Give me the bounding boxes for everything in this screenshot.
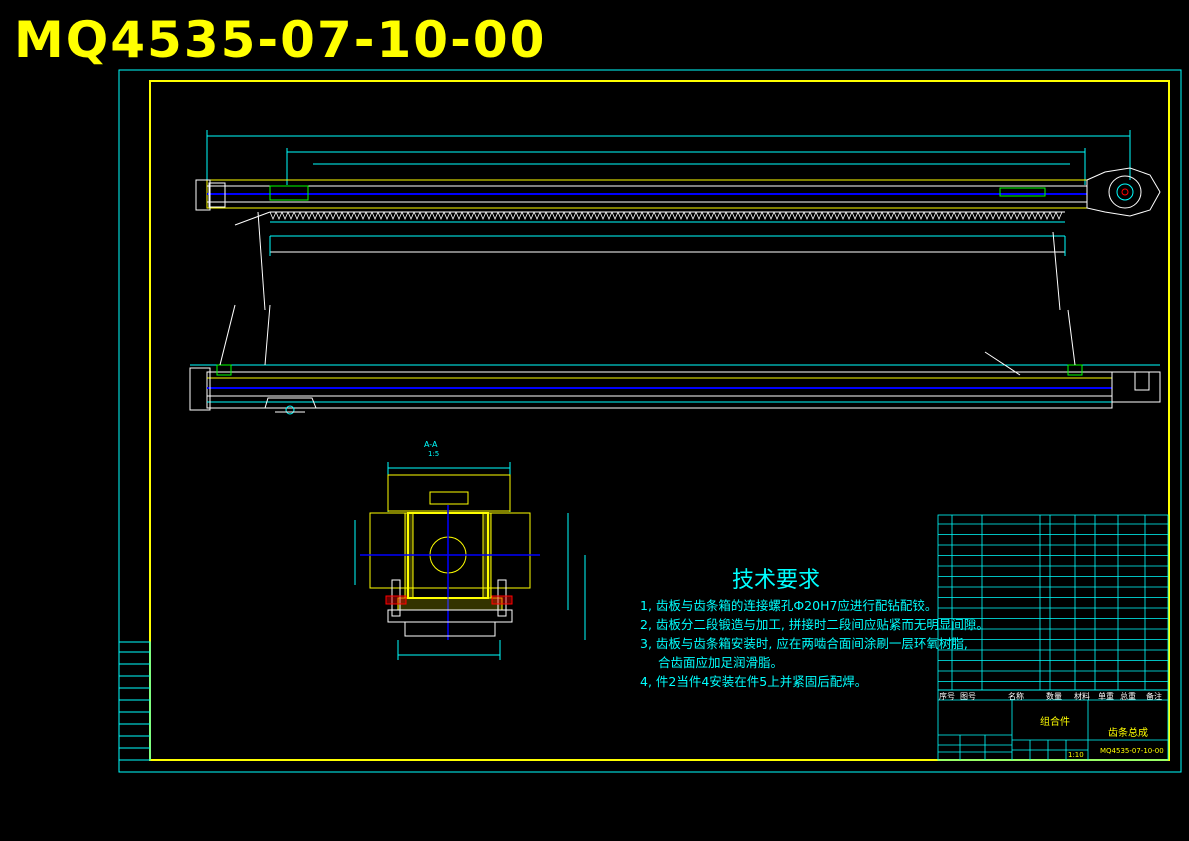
section-label: A-A (424, 440, 438, 449)
assembly-type: 组合件 (1040, 717, 1070, 728)
header-seq: 序号 (939, 692, 955, 701)
tech-requirements-notes: 1, 齿板与齿条箱的连接螺孔Ф20H7应进行配钻配铰。 2, 齿板分二段锻造与加… (640, 596, 989, 691)
tech-note: 合齿面应加足润滑脂。 (658, 655, 784, 670)
tech-note: 2, 齿板分二段锻造与加工, 拼接时二段间应贴紧而无明显间隙。 (640, 617, 989, 632)
tech-requirements-heading: 技术要求 (732, 568, 821, 593)
header-drawing-no: 图号 (960, 692, 976, 701)
front-view-rack (189, 304, 1161, 415)
assembly-name: 齿条总成 (1108, 728, 1148, 739)
tech-note: 3, 齿板与齿条箱安装时, 应在两啮合面间涂刷一层环氧树脂, (640, 636, 968, 651)
tech-note: 4, 件2当件4安装在件5上并紧固后配焊。 (640, 674, 868, 689)
header-qty: 数量 (1046, 692, 1062, 701)
title-block (937, 689, 1169, 761)
title-block-drawing-no: MQ4535-07-10-00 (1100, 747, 1164, 755)
tech-note: 1, 齿板与齿条箱的连接螺孔Ф20H7应进行配钻配铰。 (640, 598, 938, 613)
inner-frame (149, 80, 1170, 761)
top-view-rack (195, 130, 1161, 311)
header-name: 名称 (1008, 692, 1024, 701)
header-material: 材料 (1074, 692, 1090, 701)
header-remarks: 备注 (1146, 692, 1162, 701)
title-block-scale: 1:10 (1068, 751, 1084, 759)
left-margin-stamp (118, 641, 151, 761)
header-total-weight: 总重 (1120, 692, 1136, 701)
section-a-a (354, 462, 586, 660)
section-scale: 1:5 (428, 450, 440, 458)
header-unit-weight: 单重 (1098, 692, 1114, 701)
drawing-number-title: MQ4535-07-10-00 (14, 11, 547, 69)
parts-list-table (937, 514, 1169, 691)
outer-frame (118, 69, 1182, 773)
